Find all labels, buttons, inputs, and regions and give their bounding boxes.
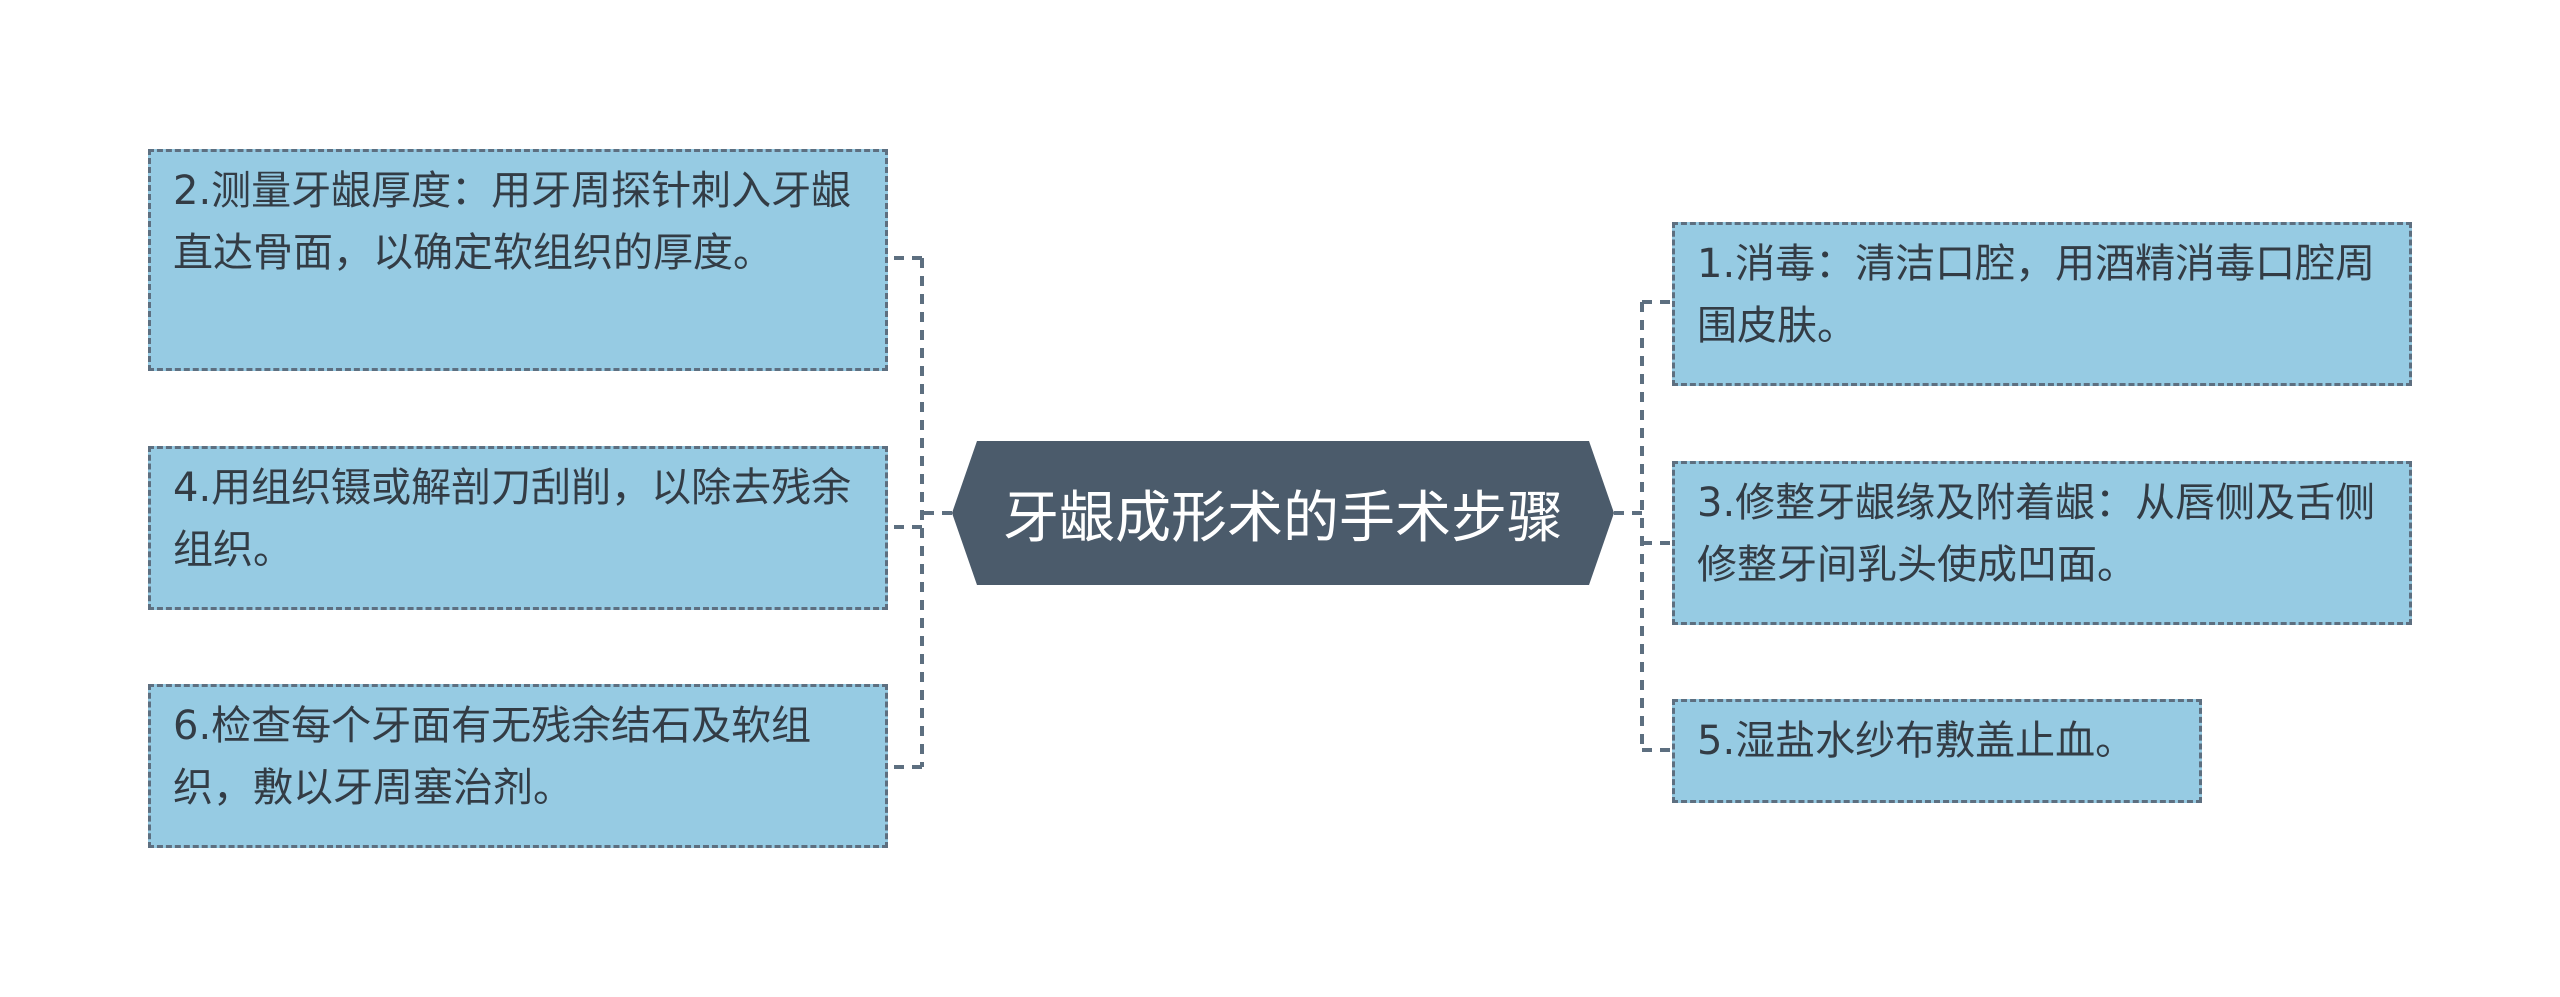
- center-topic-label: 牙龈成形术的手术步骤: [1003, 485, 1563, 551]
- step-2-text: 2.测量牙龈厚度：用牙周探针刺入牙龈直达骨面，以确定软组织的厚度。: [173, 168, 852, 276]
- step-4-text: 4.用组织镊或解剖刀刮削，以除去残余组织。: [173, 465, 852, 573]
- center-topic[interactable]: 牙龈成形术的手术步骤: [952, 441, 1614, 585]
- step-5-text: 5.湿盐水纱布敷盖止血。: [1697, 718, 2136, 764]
- step-2-node[interactable]: 2.测量牙龈厚度：用牙周探针刺入牙龈直达骨面，以确定软组织的厚度。: [148, 149, 888, 371]
- step-5-node[interactable]: 5.湿盐水纱布敷盖止血。: [1672, 699, 2202, 803]
- step-3-node[interactable]: 3.修整牙龈缘及附着龈：从唇侧及舌侧修整牙间乳头使成凹面。: [1672, 461, 2412, 625]
- step-6-node[interactable]: 6.检查每个牙面有无残余结石及软组织，敷以牙周塞治剂。: [148, 684, 888, 848]
- step-1-text: 1.消毒：清洁口腔，用酒精消毒口腔周围皮肤。: [1697, 241, 2376, 349]
- connector-left-trunk: [920, 258, 952, 767]
- connector-right-trunk: [1614, 302, 1644, 750]
- step-4-node[interactable]: 4.用组织镊或解剖刀刮削，以除去残余组织。: [148, 446, 888, 610]
- step-3-text: 3.修整牙龈缘及附着龈：从唇侧及舌侧修整牙间乳头使成凹面。: [1697, 480, 2376, 588]
- step-6-text: 6.检查每个牙面有无残余结石及软组织，敷以牙周塞治剂。: [173, 703, 812, 811]
- center-topic-shape: [952, 441, 1614, 585]
- step-1-node[interactable]: 1.消毒：清洁口腔，用酒精消毒口腔周围皮肤。: [1672, 222, 2412, 386]
